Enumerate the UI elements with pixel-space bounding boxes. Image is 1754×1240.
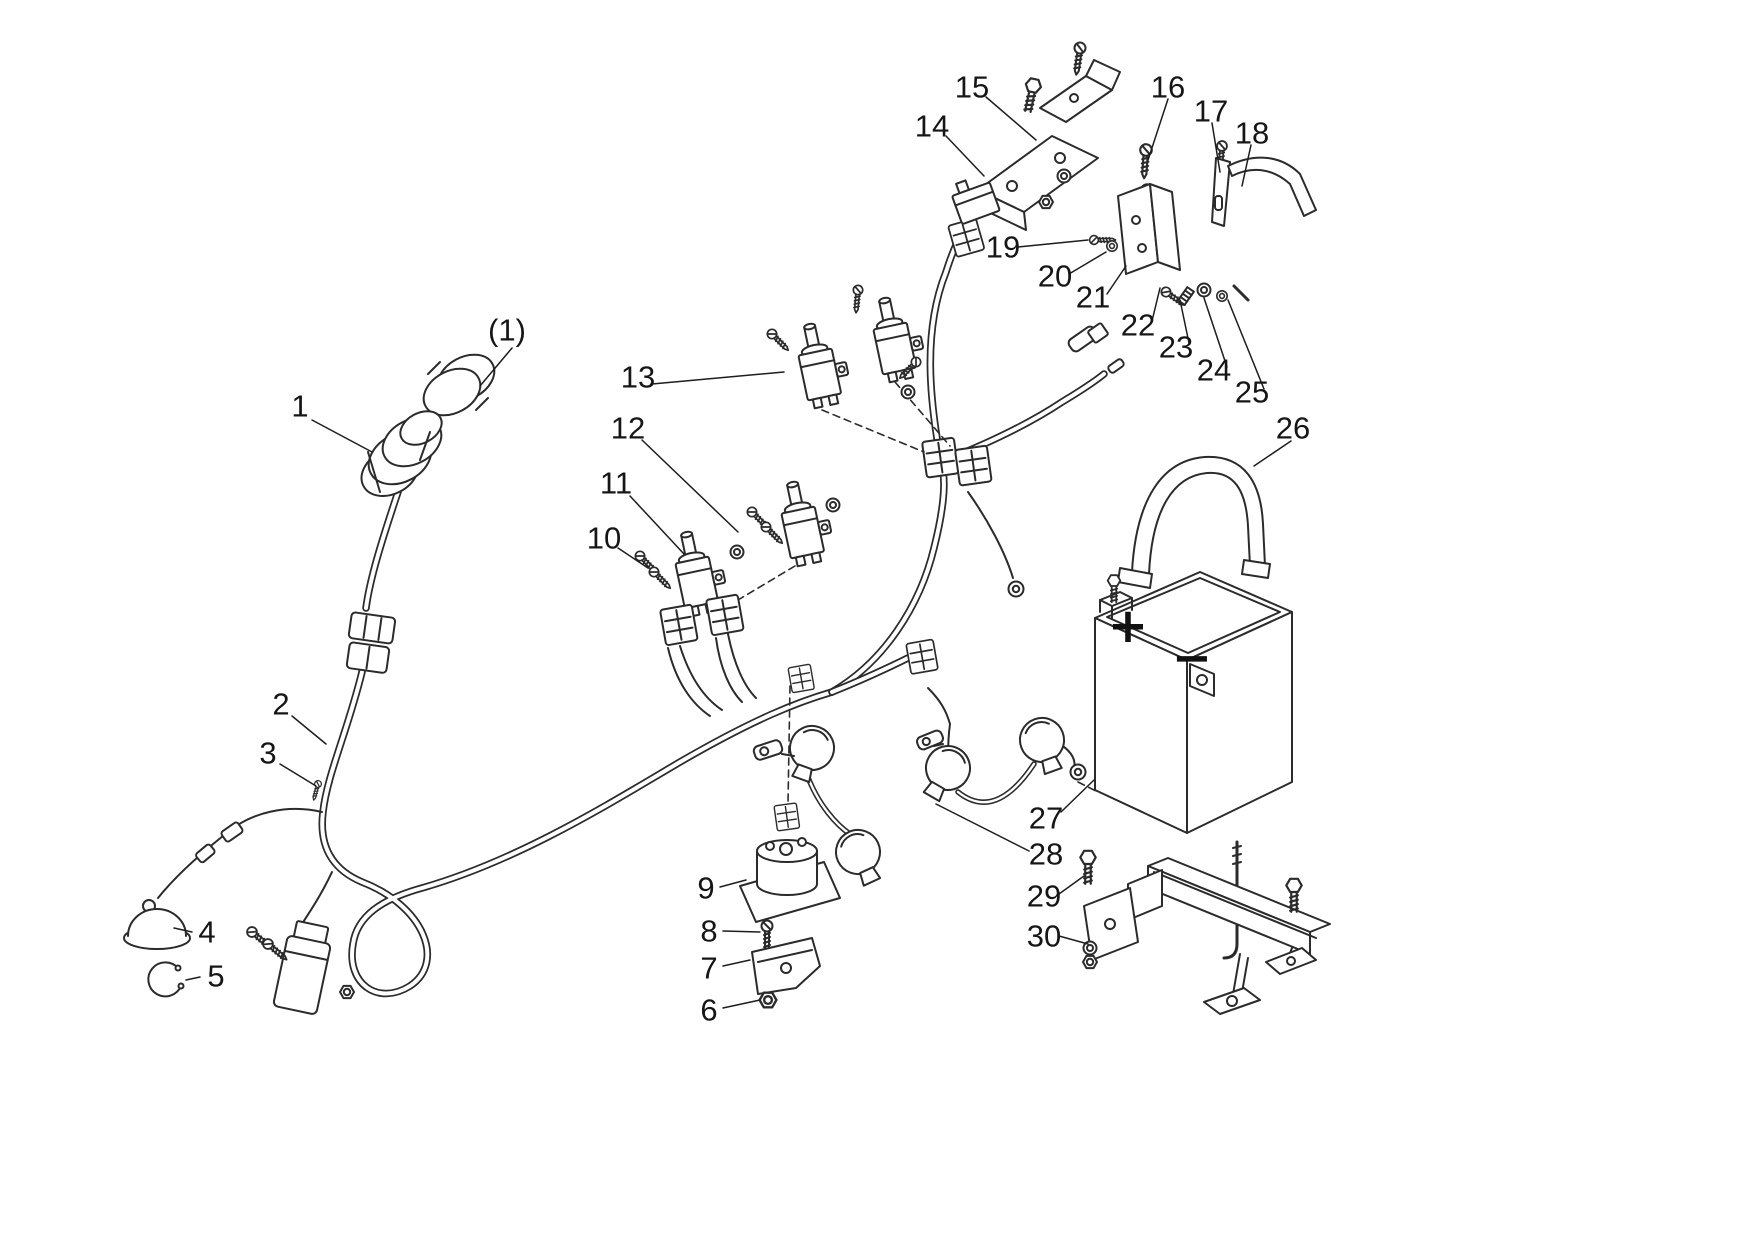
part-callout-3: 3 — [259, 735, 277, 771]
leader-lines — [173, 96, 1292, 1009]
ignition-cap — [422, 353, 496, 417]
part-callout-17: 17 — [1193, 93, 1229, 129]
ring-terminal — [1007, 580, 1025, 598]
part-callout-26: 26 — [1275, 410, 1311, 446]
safety-switch — [866, 291, 930, 385]
part-callout-25: 25 — [1234, 374, 1270, 410]
safety-switch — [774, 475, 838, 569]
part-callout-19: 19 — [985, 229, 1021, 265]
part-callout-29: 29 — [1026, 878, 1062, 914]
part-callout-27: 27 — [1028, 800, 1064, 836]
dome-switch — [123, 899, 191, 950]
part-callout-11: 11 — [599, 465, 633, 501]
solenoid-assembly — [739, 685, 841, 1009]
battery-negative-symbol: − — [1172, 630, 1212, 686]
part-callout-7: 7 — [700, 950, 718, 986]
battery-holddown — [1117, 455, 1271, 589]
part-callout-28: 28 — [1028, 836, 1064, 872]
part-callout-14: 14 — [914, 108, 950, 144]
part-callout-4: 4 — [198, 914, 216, 950]
safety-switch — [791, 317, 855, 411]
right-bracket-hardware — [1088, 139, 1317, 310]
part-callout-10: 10 — [586, 520, 622, 556]
part-callout-13: 13 — [620, 359, 656, 395]
fuse-holder — [1067, 322, 1125, 374]
harness-connector — [921, 436, 960, 479]
part-callout-22: 22 — [1120, 307, 1156, 343]
wiring-harness — [157, 217, 1125, 998]
part-callout-24: 24 — [1196, 352, 1232, 388]
switch-bracket-assembly — [951, 40, 1121, 231]
part-callout-6: 6 — [700, 992, 718, 1028]
part-callout-21: 21 — [1075, 279, 1111, 315]
spring-pin — [1177, 286, 1195, 306]
part-callout-1: 1 — [291, 388, 309, 424]
interlock-switch — [951, 179, 1001, 225]
tray-bolt — [1079, 849, 1097, 885]
part-callout-2: 2 — [272, 686, 290, 722]
part-callout-30: 30 — [1026, 918, 1062, 954]
battery-tray — [1079, 849, 1331, 1015]
holddown-rod — [1222, 840, 1242, 960]
part-callout-9: 9 — [697, 870, 715, 906]
harness-connector — [905, 638, 939, 675]
part-callout-1-paren: (1) — [488, 312, 526, 348]
ignition-switch — [360, 353, 496, 497]
part-callout-16: 16 — [1150, 69, 1186, 105]
ring-terminal-tab — [916, 729, 944, 751]
part-callout-23: 23 — [1158, 329, 1194, 365]
harness-connector — [954, 444, 993, 487]
part-callout-8: 8 — [700, 913, 718, 949]
safety-switch-group — [632, 284, 951, 717]
part-callout-18: 18 — [1234, 115, 1270, 151]
relay-module — [244, 920, 355, 1015]
ring-terminal-tab — [752, 739, 784, 761]
part-callout-20: 20 — [1037, 258, 1073, 294]
part-callout-12: 12 — [610, 410, 646, 446]
harness-connector — [787, 663, 816, 694]
solenoid-nut — [758, 991, 778, 1009]
battery-positive-symbol: + — [1108, 598, 1148, 654]
part-callout-5: 5 — [207, 958, 225, 994]
part-callout-15: 15 — [954, 69, 990, 105]
battery-cables — [752, 710, 1099, 893]
snap-ring — [147, 961, 185, 998]
battery: + − — [1094, 571, 1293, 834]
